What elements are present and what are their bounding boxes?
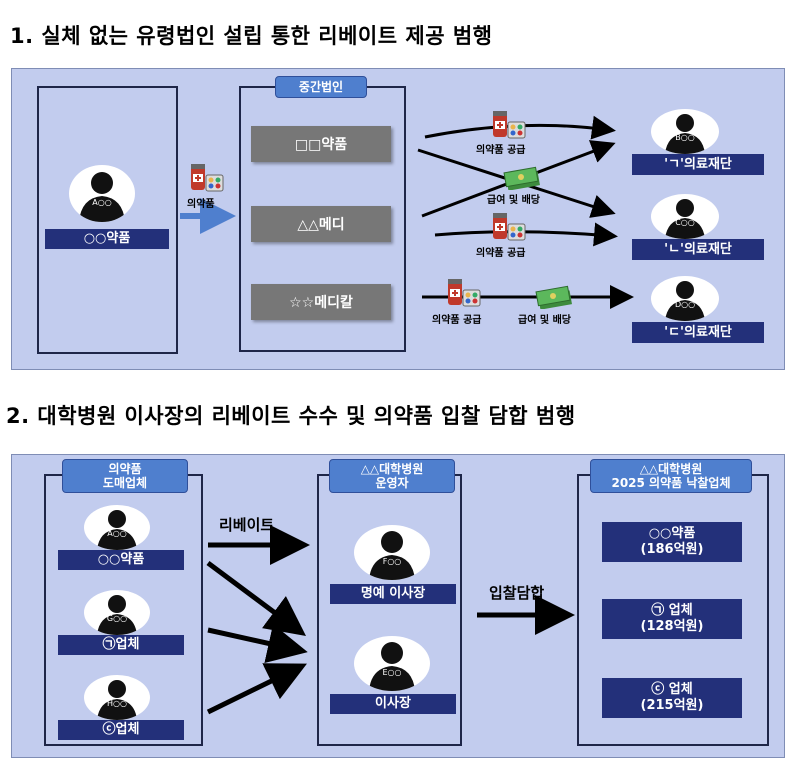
avatar-h: H○○: [84, 675, 150, 720]
avatar-b: B○○: [651, 109, 719, 154]
rebate-label: 리베이트: [219, 516, 275, 534]
winner-3: ⓒ 업체 (215억원): [602, 678, 742, 718]
avatar-f: F○○: [354, 525, 430, 580]
medicine-icon: [491, 110, 527, 140]
avatar-code: D○○: [674, 300, 696, 309]
avatar-code: B○○: [675, 133, 695, 142]
winner-2-name: ㉠ 업체: [651, 603, 693, 618]
flow-label-pay1: 급여 및 배당: [487, 195, 540, 206]
operator-1-label: 명예 이사장: [330, 584, 456, 604]
avatar-a1: A○○: [69, 165, 135, 222]
winner-tag-line1: △△대학병원: [639, 462, 703, 476]
avatar-code: C○○: [675, 218, 695, 227]
medicine-icon: [189, 163, 225, 193]
source-box: [37, 86, 178, 354]
winner-3-amount: (215억원): [640, 698, 704, 713]
money-icon: [535, 285, 573, 310]
middle-tag: 중간법인: [275, 76, 367, 98]
wholesaler-tag: 의약품 도매업체: [62, 459, 188, 493]
flow-label-pay3: 급여 및 배당: [518, 315, 571, 326]
avatar-g: G○○: [84, 590, 150, 635]
avatar-a2: A○○: [84, 505, 150, 550]
wholesaler-2-label: ㉠업체: [58, 635, 184, 655]
winner-3-name: ⓒ 업체: [651, 682, 693, 697]
wholesaler-tag-line1: 의약품: [108, 462, 142, 476]
middle-company-2: △△메디: [251, 206, 391, 242]
foundation-3-label: 'ㄷ'의료재단: [632, 322, 764, 343]
avatar-code: E○○: [382, 668, 402, 677]
medicine-icon: [446, 278, 482, 308]
section1-title: 1. 실체 없는 유령법인 설립 통한 리베이트 제공 범행: [10, 24, 493, 48]
operator-tag-line1: △△대학병원: [360, 462, 424, 476]
flow-label-supply2: 의약품 공급: [476, 248, 526, 259]
avatar-code: A○○: [92, 198, 112, 207]
flow-label-supply3: 의약품 공급: [432, 315, 482, 326]
operator-tag: △△대학병원 운영자: [329, 459, 455, 493]
money-icon: [503, 166, 541, 191]
winner-2-amount: (128억원): [640, 619, 704, 634]
flow-label-supply1: 의약품 공급: [476, 145, 526, 156]
bid-label: 입찰담합: [489, 584, 545, 602]
wholesaler-1-label: ○○약품: [58, 550, 184, 570]
avatar-code: H○○: [107, 699, 127, 708]
middle-company-1: □□약품: [251, 126, 391, 162]
winner-2: ㉠ 업체 (128억원): [602, 599, 742, 639]
operator-2-label: 이사장: [330, 694, 456, 714]
wholesaler-3-label: ⓒ업체: [58, 720, 184, 740]
wholesaler-tag-line2: 도매업체: [102, 476, 148, 490]
winner-1-name: ○○약품: [648, 526, 696, 541]
avatar-c: C○○: [651, 194, 719, 239]
foundation-1-label: 'ㄱ'의료재단: [632, 154, 764, 175]
section2-title: 2. 대학병원 이사장의 리베이트 수수 및 의약품 입찰 담합 범행: [6, 404, 576, 428]
avatar-code: G○○: [106, 614, 128, 623]
operator-tag-line2: 운영자: [375, 476, 409, 490]
medicine-icon: [491, 212, 527, 242]
avatar-d: D○○: [651, 276, 719, 321]
source-company-label: ○○약품: [45, 229, 169, 249]
winner-1: ○○약품 (186억원): [602, 522, 742, 562]
winner-1-amount: (186억원): [640, 542, 704, 557]
middle-company-3: ☆☆메디칼: [251, 284, 391, 320]
winner-tag: △△대학병원 2025 의약품 낙찰업체: [590, 459, 752, 493]
avatar-e: E○○: [354, 636, 430, 691]
supply-label: 의약품: [187, 199, 215, 210]
foundation-2-label: 'ㄴ'의료재단: [632, 239, 764, 260]
avatar-code: A○○: [107, 529, 127, 538]
winner-tag-line2: 2025 의약품 낙찰업체: [611, 476, 731, 490]
avatar-code: F○○: [382, 557, 402, 566]
